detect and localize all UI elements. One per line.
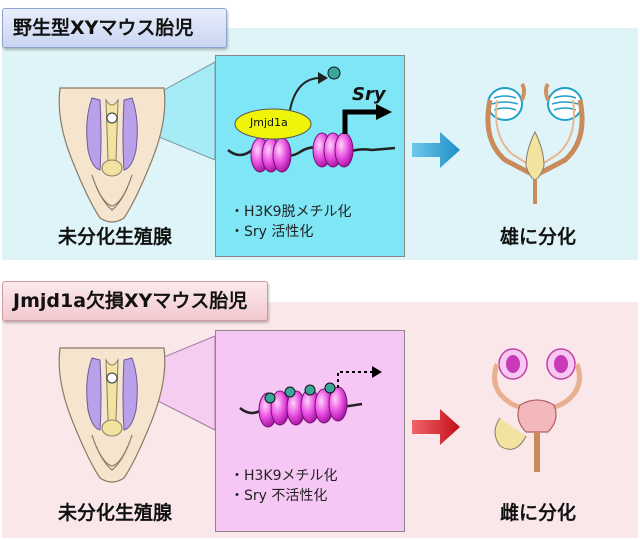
wildtype-header: 野生型XYマウス胎児 — [2, 8, 227, 48]
sry-inactive-arrow-icon — [337, 366, 382, 388]
sry-gene-label: Sry — [352, 84, 386, 105]
male-differentiation-caption: 雄に分化 — [500, 226, 577, 248]
wildtype-bullet-1: ・H3K9脱メチル化 — [230, 204, 352, 220]
female-differentiation-caption: 雌に分化 — [500, 502, 577, 524]
knockout-embryo-icon — [58, 335, 216, 483]
wildtype-zoom-box — [215, 55, 405, 257]
knockout-chromatin — [239, 382, 363, 428]
wildtype-bullets: ・H3K9脱メチル化 ・Sry 活性化 — [230, 202, 352, 242]
red-progression-arrow-icon — [412, 409, 460, 445]
jmjd1a-enzyme-icon — [234, 108, 312, 140]
wildtype-chromatin — [227, 66, 396, 173]
female-reproductive-tract-icon — [492, 348, 582, 472]
knockout-header: Jmjd1a欠損XYマウス胎児 — [2, 281, 268, 321]
male-reproductive-tract-icon — [485, 82, 585, 204]
jmjd1a-label: Jmjd1a — [250, 116, 288, 129]
knockout-bullet-1: ・H3K9メチル化 — [230, 468, 338, 484]
wildtype-embryo-icon — [58, 61, 216, 223]
knockout-bullets: ・H3K9メチル化 ・Sry 不活性化 — [230, 466, 338, 506]
wildtype-bullet-2: ・Sry 活性化 — [230, 224, 314, 240]
wildtype-gonad-caption: 未分化生殖腺 — [58, 226, 173, 248]
blue-progression-arrow-icon — [412, 132, 460, 168]
knockout-bullet-2: ・Sry 不活性化 — [230, 488, 328, 504]
knockout-zoom-box — [215, 330, 405, 532]
knockout-gonad-caption: 未分化生殖腺 — [58, 502, 173, 524]
sry-activation-arrow-icon — [342, 104, 392, 134]
